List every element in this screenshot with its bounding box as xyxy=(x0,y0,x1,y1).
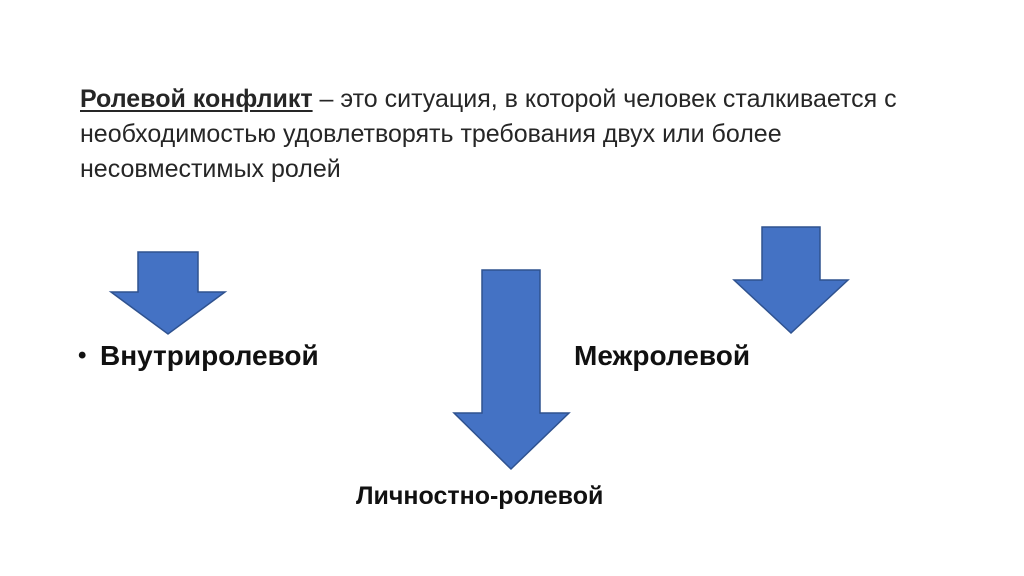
bullet: • xyxy=(78,342,87,369)
label-intra-role-text: Внутриролевой xyxy=(100,340,319,371)
arrow-down-intra xyxy=(108,251,228,335)
arrow-down-intra-shape xyxy=(108,251,228,335)
label-inter-role: Межролевой xyxy=(574,340,751,371)
arrow-down-inter-shape xyxy=(732,226,850,335)
label-personal-role: Личностно-ролевой xyxy=(356,482,604,510)
arrow-down-personal xyxy=(452,269,571,471)
label-intra-role: • Внутриролевой xyxy=(78,340,319,372)
definition-term: Ролевой конфликт xyxy=(80,85,313,113)
arrow-down-inter xyxy=(732,226,850,335)
arrow-down-personal-shape xyxy=(452,269,571,471)
definition-text: – это ситуация, в которой человек сталки… xyxy=(80,85,897,183)
definition-paragraph: Ролевой конфликт – это ситуация, в котор… xyxy=(80,82,960,187)
